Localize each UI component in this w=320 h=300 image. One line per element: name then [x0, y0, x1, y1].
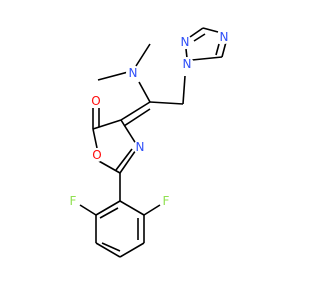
atom-n-triazole-2: N: [178, 35, 192, 49]
atom-labels: O O N N N N N F: [66, 30, 231, 208]
atom-o-ring-label: O: [92, 148, 101, 162]
bond-n3-c2-b: [115, 148, 133, 171]
bond-ph3-ph4-inner: [101, 242, 121, 252]
bond-ca-ch2: [149, 101, 184, 105]
bond-namine-me2: [135, 43, 151, 67]
bond-o1-c5: [92, 128, 98, 149]
bond-c3t-n2-b: [193, 33, 206, 42]
atom-f-left: F: [66, 194, 80, 208]
bond-ph6-ph1: [119, 200, 145, 216]
atom-o-ring: O: [90, 148, 104, 162]
atom-n-triazole-1: N: [180, 57, 194, 71]
atom-n-oxazole: N: [133, 140, 147, 154]
bond-ph2-fleft: [79, 204, 97, 216]
bond-namine-me1: [97, 71, 129, 81]
bond-c2-o1: [96, 159, 121, 174]
bond-n2-n1: [185, 48, 188, 59]
bond-c5t-n4-a: [221, 41, 227, 58]
bond-c5-c4: [92, 119, 122, 130]
bond-c4-ca-b: [123, 108, 151, 127]
bond-c3t-n2-a: [189, 27, 204, 38]
bonds: [79, 27, 227, 258]
bond-ph1-ph2: [95, 200, 121, 216]
bond-ph3-ph4: [95, 242, 121, 258]
molecule-canvas: O O N N N N N F: [66, 27, 231, 258]
atom-n-triazole-1-label: N: [183, 57, 192, 71]
atom-n-triazole-4-label: N: [220, 30, 229, 44]
atom-o-carbonyl-label: O: [91, 94, 100, 108]
atom-n-amine-label: N: [129, 66, 138, 80]
bond-c5t-n4-b: [215, 43, 220, 56]
atom-f-left-label: F: [70, 194, 77, 208]
bond-ph4-ph5: [119, 242, 145, 258]
atom-f-right-label: F: [163, 194, 170, 208]
bond-ch2-ntriazole: [182, 75, 186, 105]
bond-ph6-fright: [143, 204, 161, 216]
bond-n4-c3t: [202, 27, 219, 33]
bond-n1-c5t: [191, 56, 223, 61]
atom-n-triazole-4: N: [217, 30, 231, 44]
atom-n-amine: N: [126, 66, 140, 80]
atom-o-carbonyl: O: [89, 94, 103, 108]
atom-n-oxazole-label: N: [136, 140, 145, 154]
bond-ca-namine: [138, 81, 151, 103]
atom-f-right: F: [159, 194, 173, 208]
molecule-structure: O O N N N N N F: [66, 27, 231, 258]
bond-ph1-ph2-inner: [99, 207, 119, 219]
atom-n-triazole-2-label: N: [181, 35, 190, 49]
bond-c4-ca-a: [120, 101, 151, 121]
